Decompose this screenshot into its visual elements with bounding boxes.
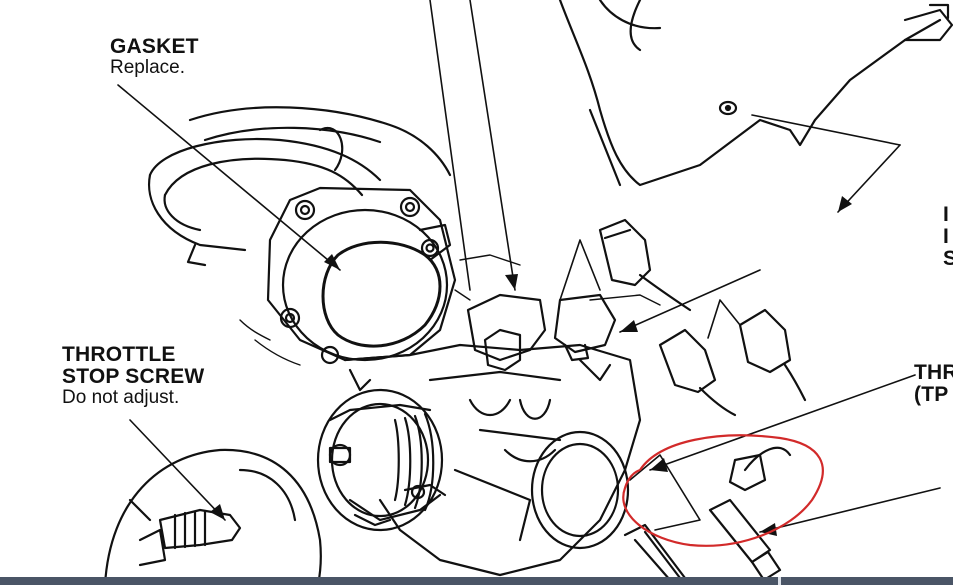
gasket-label: GASKET Replace. [110,35,199,79]
gasket-note: Replace. [110,57,185,79]
throttle-stop-screw-title-1: THROTTLE [62,343,176,366]
tp-sensor-line-2: (TP [914,383,949,407]
detail-inset-circle [103,448,322,585]
throttle-body [343,343,642,577]
throttle-stop-screw-note: Do not adjust. [62,387,180,409]
gasket-flange [266,186,457,365]
leader-lines [117,0,941,533]
window-bottom-bar [0,577,953,585]
mounting-bracket [558,0,953,187]
bottom-bar-divider [778,577,781,585]
right-edge-line-1: I [943,203,950,226]
right-edge-line-3: S [943,247,953,271]
background-linework [239,254,661,366]
red-annotation-circle [622,434,824,547]
sensor-connectors [466,218,807,417]
right-edge-label: I I S [943,203,953,271]
throttle-stop-screw-title-2: STOP SCREW [62,365,205,389]
tp-sensor-label: THR (TP [914,361,953,407]
tp-sensor-bolts [623,446,792,585]
throttle-drum [316,388,447,532]
intake-hoses [148,106,452,267]
gasket-title: GASKET [110,35,199,58]
right-edge-line-2: I [943,225,950,249]
throttle-stop-screw-label: THROTTLE STOP SCREW Do not adjust. [62,343,205,409]
tp-sensor-line-1: THR [914,361,953,384]
